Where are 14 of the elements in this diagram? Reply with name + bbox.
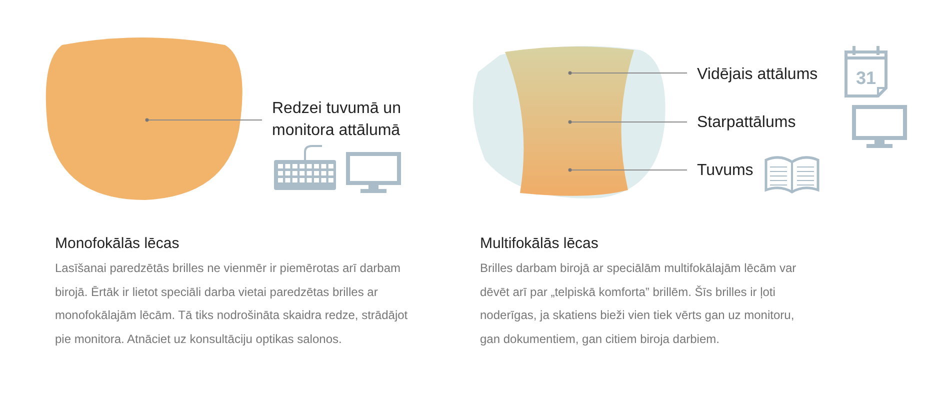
leader-line bbox=[568, 120, 688, 124]
section-heading: Monofokālās lēcas bbox=[55, 235, 180, 252]
description-paragraph: Lasīšanai paredzētās brilles ne vienmēr ir piemērotas arī darbam birojā. Ērtāk ir lietot speciāli darba vietai paredzētas brilles ar monofokālajām lēcām. Tā tiks nodrošināta skaidra redze, strādājot pie monitora. Atnāciet uz konsultāciju optikas salonos. bbox=[55, 260, 409, 348]
leader-text: Tuvums bbox=[697, 160, 847, 182]
leader-line bbox=[145, 118, 262, 122]
description-paragraph: Brilles darbam birojā ar speciālām multifokālajām lēcām var dēvēt arī par „telpiskā komforta” brillēm. Šīs brilles ir ļoti noderīgas, ja skatiens bieži vien tiek vērts gan uz monitoru, gan dokumentiem, gan citiem biroja darbiem. bbox=[480, 260, 798, 348]
section-heading: Multifokālās lēcas bbox=[480, 235, 600, 252]
lens-drawing bbox=[46, 38, 242, 200]
lens-drawing bbox=[472, 46, 666, 198]
leader-text: Vidējais attālums bbox=[697, 64, 847, 86]
leader-text: Redzei tuvumā un monitora attālumā bbox=[272, 98, 442, 142]
leader-line bbox=[568, 71, 688, 75]
leader-line bbox=[568, 168, 688, 172]
leader-text: Starpattālums bbox=[697, 112, 847, 134]
